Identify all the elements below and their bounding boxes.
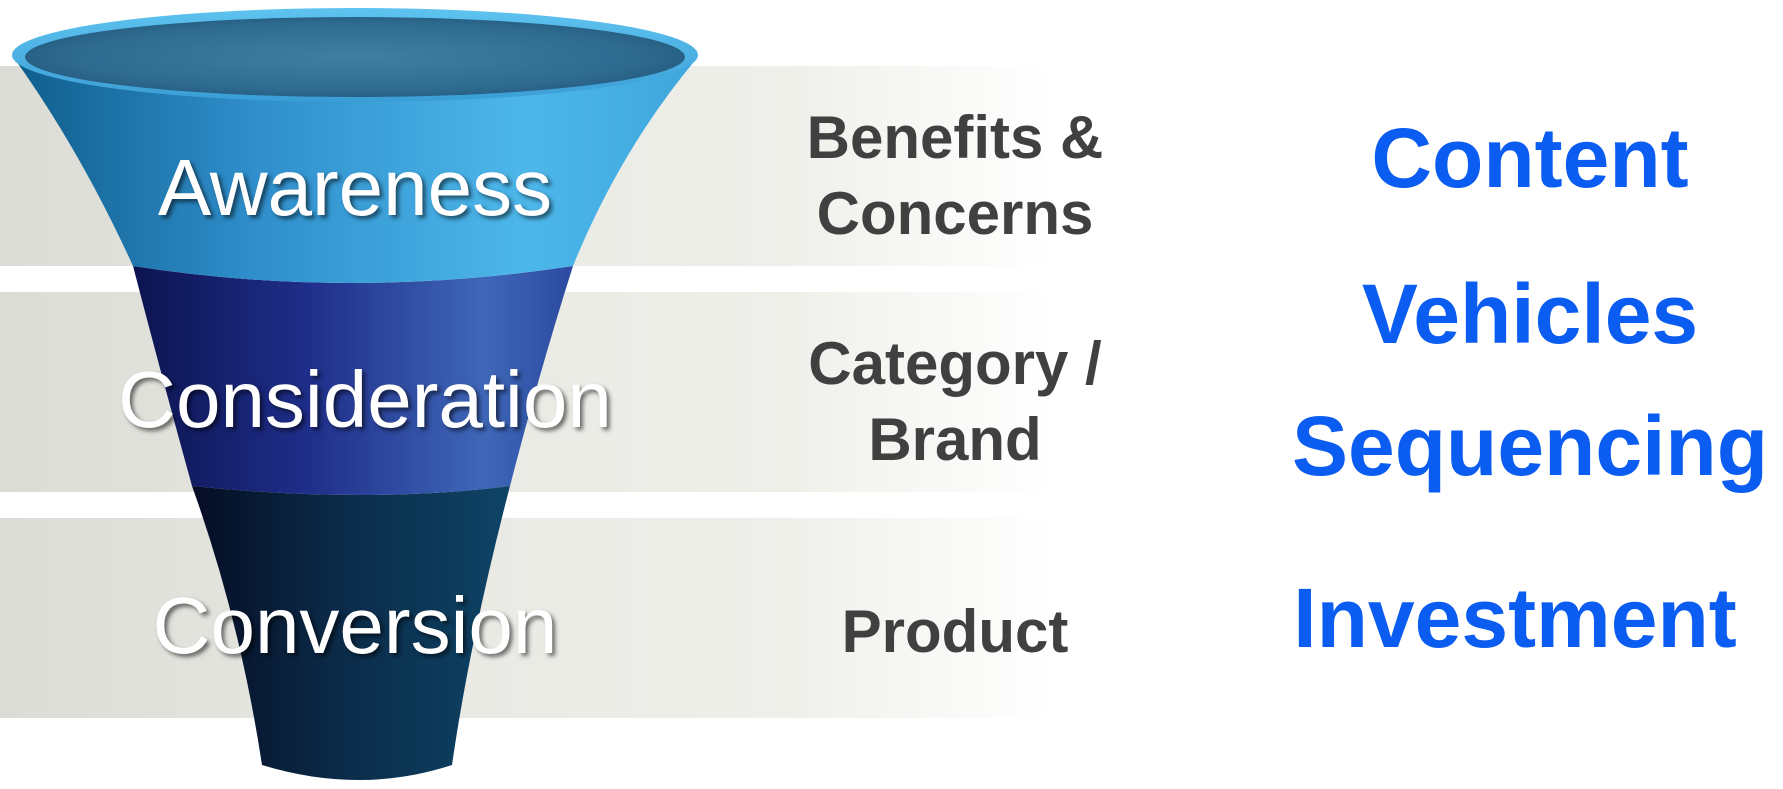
plan-item-vehicles: Vehicles [1361,267,1699,361]
stage-label-awareness: Awareness [157,143,553,232]
focus-line: Product [841,598,1069,665]
focus-line: Category / [808,330,1102,397]
focus-line: Benefits & [806,104,1104,171]
plan-item-content: Content [1371,111,1689,205]
funnel-section-conversion [192,486,510,780]
stage-band-conversion [0,518,1050,718]
plan-item-investment: Investment [1293,571,1737,665]
stage-label-consideration: Consideration [118,355,612,444]
focus-line: Concerns [816,180,1094,247]
stage-focus-consideration: Category / Brand [745,326,1165,478]
stage-label-conversion: Conversion [152,581,558,670]
funnel-section-consideration [133,266,573,495]
plan-item-sequencing: Sequencing [1291,399,1769,493]
funnel-section-awareness [14,58,697,283]
stage-focus-awareness: Benefits & Concerns [745,100,1165,252]
funnel-opening [25,17,685,97]
focus-line: Brand [868,406,1042,473]
stage-focus-conversion: Product [745,594,1165,670]
